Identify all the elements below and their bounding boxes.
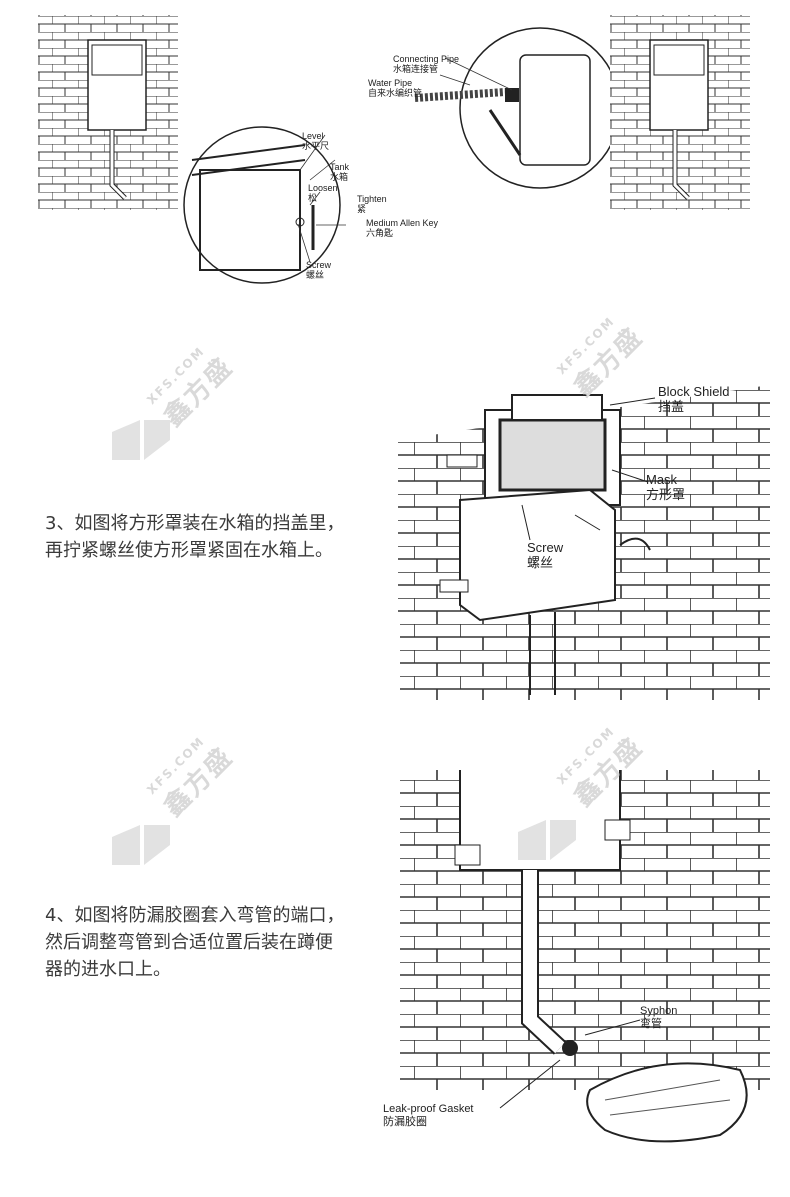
syphon-install-figure [400,770,770,1143]
wall-tank-left [38,15,178,210]
mask-install-figure [398,385,770,700]
wall-tank-right [610,15,750,210]
detail-circle-pipe [414,27,621,189]
step3-text: 3、如图将方形罩装在水箱的挡盖里，再拧紧螺丝使方形罩紧固在水箱上。 [45,513,345,561]
step4-text: 4、如图将防漏胶圈套入弯管的端口，然后调整弯管到合适位置后装在蹲便器的进水口上。 [45,905,345,980]
detail-circle-level [183,126,346,284]
watermark-logo-icon [112,825,170,865]
watermark-logo-icon [112,420,170,460]
watermark-logo-icon [518,820,576,860]
